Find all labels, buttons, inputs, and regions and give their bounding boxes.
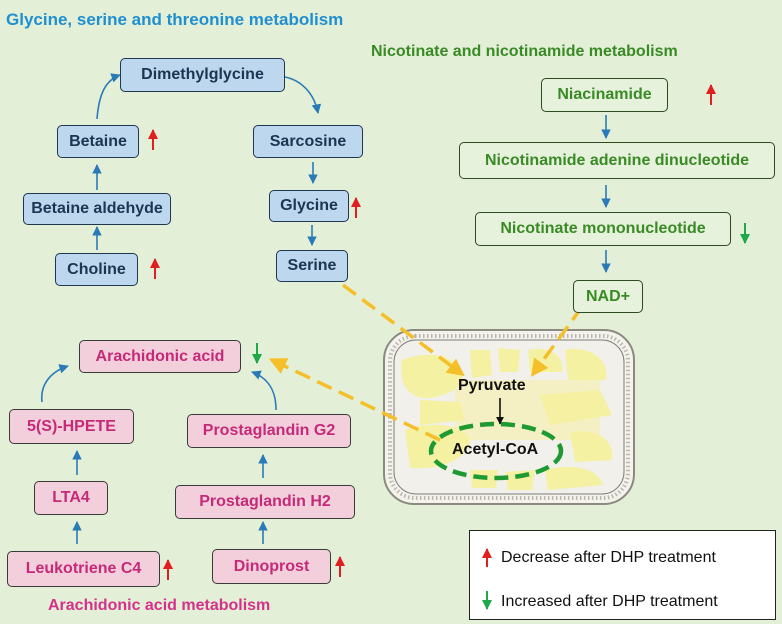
- mitochondrion: [383, 329, 635, 505]
- node-prostaglandin-g2: Prostaglandin G2: [187, 414, 351, 448]
- node-arachidonic-acid: Arachidonic acid: [79, 340, 241, 373]
- node-serine: Serine: [276, 250, 348, 282]
- node-betaine-aldehyde: Betaine aldehyde: [23, 193, 171, 225]
- node-nicotinate-mononucleotide: Nicotinate mononucleotide: [475, 212, 731, 246]
- node-niacinamide: Niacinamide: [541, 78, 668, 112]
- node-sarcosine: Sarcosine: [253, 125, 363, 158]
- node-5s-hpete: 5(S)-HPETE: [9, 409, 134, 444]
- node-dimethylglycine: Dimethylglycine: [120, 58, 285, 92]
- node-leukotriene-c4: Leukotriene C4: [7, 551, 160, 587]
- node-nad: Nicotinamide adenine dinucleotide: [459, 142, 775, 179]
- node-choline: Choline: [55, 253, 138, 286]
- legend: Decrease after DHP treatment Increased a…: [469, 530, 776, 620]
- node-prostaglandin-h2: Prostaglandin H2: [175, 485, 355, 519]
- legend-increase-label: Increased after DHP treatment: [501, 593, 718, 610]
- node-glycine: Glycine: [269, 190, 349, 222]
- legend-decrease-label: Decrease after DHP treatment: [501, 549, 716, 566]
- legend-icons: [482, 548, 492, 610]
- label-acetyl-coa: Acetyl-CoA: [452, 441, 539, 458]
- node-dinoprost: Dinoprost: [212, 549, 331, 584]
- label-pyruvate: Pyruvate: [458, 377, 526, 394]
- section-title-nicotinate: Nicotinate and nicotinamide metabolism: [371, 43, 678, 60]
- node-nad-plus: NAD+: [573, 280, 643, 313]
- node-betaine: Betaine: [57, 125, 139, 158]
- node-lta4: LTA4: [34, 481, 108, 515]
- section-title-glycine: Glycine, serine and threonine metabolism: [6, 10, 344, 29]
- section-title-arachidonic: Arachidonic acid metabolism: [48, 597, 271, 614]
